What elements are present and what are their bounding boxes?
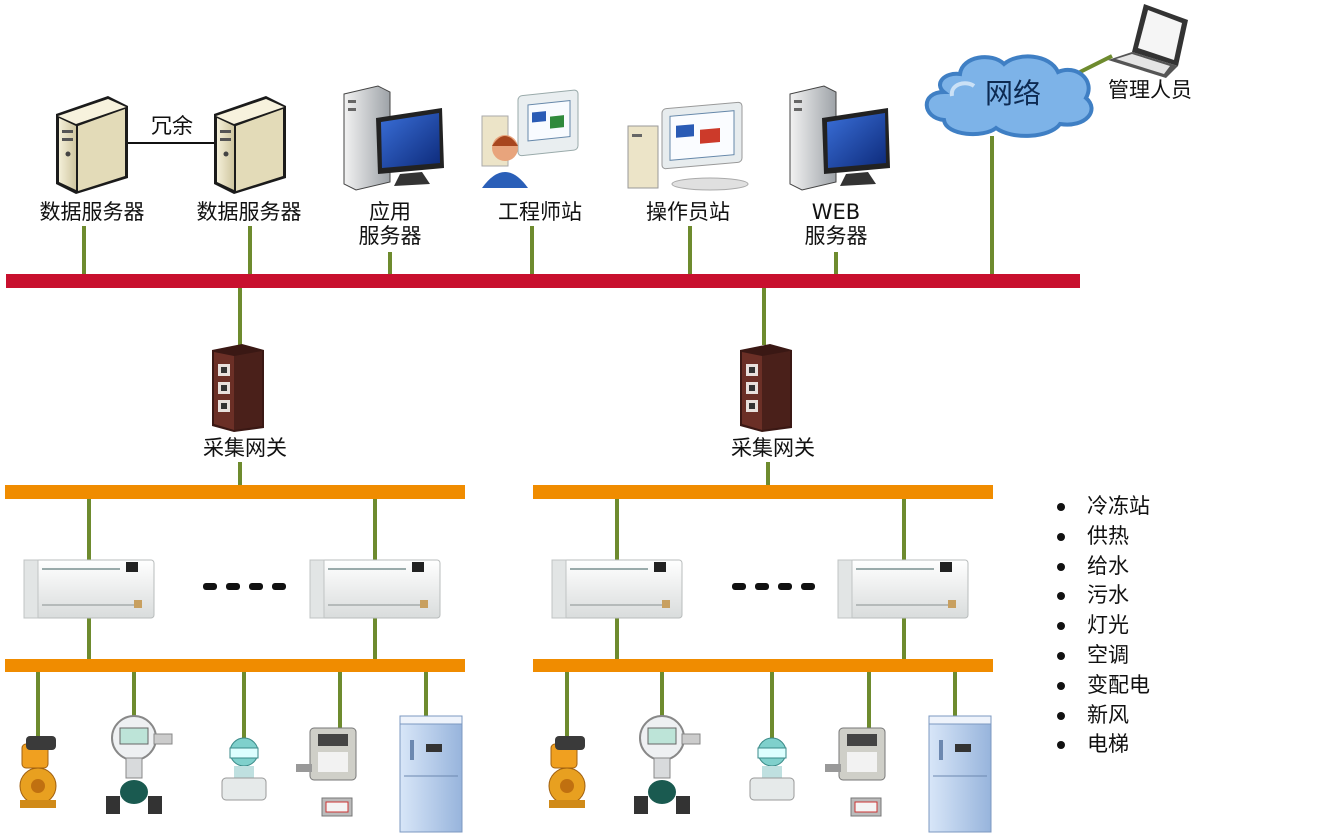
- subsystem-item: 电梯: [1055, 730, 1150, 760]
- subsystem-item: 新风: [1055, 701, 1150, 731]
- plc-controller-icon: [837, 559, 969, 619]
- workstation-icon: [627, 101, 749, 191]
- connector-laptop: [1079, 54, 1113, 74]
- desktop-computer-icon: [789, 85, 890, 191]
- engineer-station-label: 工程师站: [498, 200, 582, 224]
- gateway-1-label: 采集网关: [203, 436, 287, 460]
- plc-controller-icon: [551, 559, 683, 619]
- transmitter-icon: [221, 737, 267, 801]
- dosing-pump-icon: [19, 736, 57, 808]
- data-server-2-label: 数据服务器: [196, 200, 302, 224]
- laptop-icon: [1108, 4, 1188, 78]
- connector-lines: [36, 54, 1113, 740]
- management-network-bus: [6, 274, 1080, 288]
- transmitter-icon: [749, 737, 795, 801]
- desktop-computer-icon: [343, 85, 444, 191]
- field-bus-lower-left: [5, 659, 465, 672]
- app-server-label: 应用 服务器: [358, 200, 422, 249]
- plc-controller-icon: [309, 559, 441, 619]
- workstation-icon: [481, 89, 579, 188]
- subsystem-item: 冷冻站: [1055, 492, 1150, 522]
- server-tower-icon: [214, 96, 286, 194]
- more-controllers-ellipsis: [203, 583, 815, 590]
- subsystem-item: 供热: [1055, 522, 1150, 552]
- gateway-2-label: 采集网关: [731, 436, 815, 460]
- subsystem-item: 污水: [1055, 581, 1150, 611]
- subsystem-list: 冷冻站 供热 给水 污水 灯光 空调 变配电 新风 电梯: [1055, 492, 1150, 760]
- flow-meter-icon: [106, 715, 173, 814]
- field-bus-lower-right: [533, 659, 993, 672]
- subsystem-item: 灯光: [1055, 611, 1150, 641]
- field-bus-upper-right: [533, 485, 993, 499]
- operator-station-label: 操作员站: [646, 200, 730, 224]
- meter-box-icon: [296, 727, 357, 817]
- subsystem-item: 变配电: [1055, 671, 1150, 701]
- network-cloud-label: 网络: [984, 77, 1042, 110]
- meter-box-icon: [825, 727, 886, 817]
- data-server-1-label: 数据服务器: [39, 200, 145, 224]
- server-tower-icon: [56, 96, 128, 194]
- electrical-cabinet-icon: [928, 715, 992, 833]
- flow-meter-icon: [634, 715, 701, 814]
- subsystem-item: 给水: [1055, 552, 1150, 582]
- electrical-cabinet-icon: [399, 715, 463, 833]
- admin-label: 管理人员: [1108, 78, 1192, 102]
- plc-controller-icon: [23, 559, 155, 619]
- web-server-label: WEB 服务器: [804, 200, 868, 249]
- gateway-device-icon: [212, 344, 264, 432]
- dosing-pump-icon: [548, 736, 586, 808]
- field-bus-upper-left: [5, 485, 465, 499]
- redundancy-label: 冗余: [151, 114, 193, 138]
- subsystem-item: 空调: [1055, 641, 1150, 671]
- cloud-icon: [924, 54, 1094, 138]
- gateway-device-icon: [740, 344, 792, 432]
